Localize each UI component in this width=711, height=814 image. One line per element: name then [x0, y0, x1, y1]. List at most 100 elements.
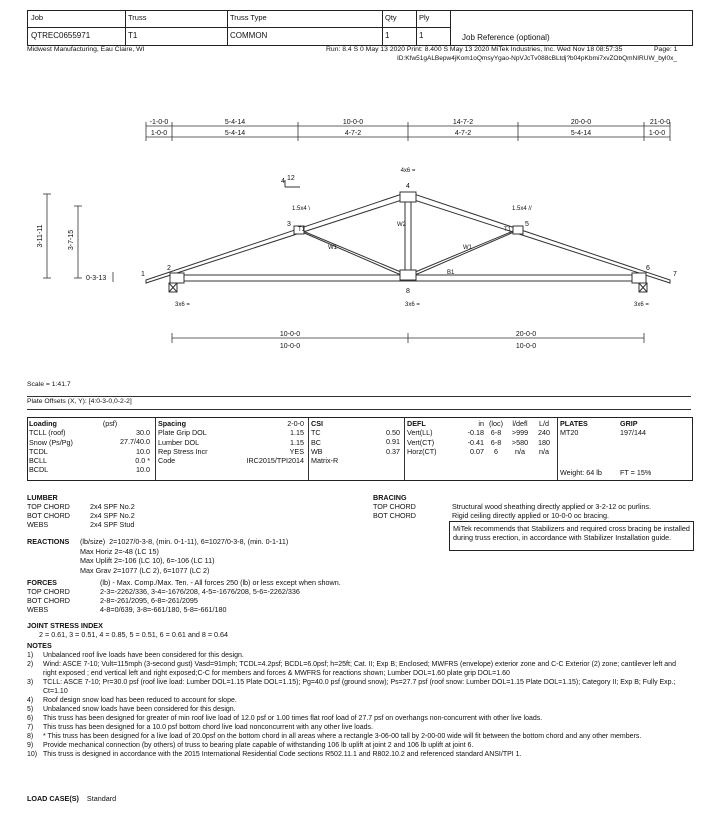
grip-value: 197/144 [620, 428, 646, 438]
plates-title: PLATES [560, 419, 588, 428]
dim-top2-3: 4-7-2 [345, 130, 361, 137]
jsi-title: JOINT STRESS INDEX [27, 621, 103, 630]
note-item: 7)This truss has been designed for a 10.… [27, 724, 373, 731]
load-cases: LOAD CASE(S) Standard [27, 794, 116, 803]
defl-value: 0.07 [470, 446, 484, 456]
spacing-row: Lumber DOL [158, 437, 200, 447]
csi-row: Matrix-R [311, 456, 339, 466]
dim-top-6: 21-0-0 [650, 119, 670, 126]
defl-value: 6 [494, 446, 498, 456]
dim-top-2: 5-4-14 [225, 119, 245, 126]
dim-top-1: -1-0-0 [150, 119, 169, 126]
mitek-recommendation: MiTek recommends that Stabilizers and re… [449, 521, 694, 551]
plate-type: MT20 [560, 428, 579, 438]
spacing-row-value: 1.15 [290, 428, 304, 438]
plate-label-6: 3x6 = [634, 302, 649, 308]
plate-offsets: Plate Offsets (X, Y): [4:0-3-0,0-2-2] [27, 398, 132, 405]
truss-type-label: Truss Type [230, 13, 267, 22]
joint-stress-index: JOINT STRESS INDEX 2 = 0.61, 3 = 0.51, 4… [27, 621, 228, 639]
joint-1: 1 [141, 271, 145, 278]
note-item: 3)TCLL: ASCE 7-10; Pr=30.0 psf (roof liv… [27, 679, 676, 695]
lumber-row-label: WEBS [27, 520, 49, 529]
lumber-title: LUMBER [27, 493, 58, 502]
lumber-row-value: 2x4 SPF No.2 [90, 502, 135, 511]
forces-row-label: BOT CHORD [27, 596, 70, 605]
load-cases-title: LOAD CASE(S) [27, 794, 79, 803]
joint-8: 8 [406, 288, 410, 295]
defl-value: >999 [511, 428, 529, 438]
csi-title: CSI [311, 419, 323, 428]
dim-top2-5: 5-4-14 [571, 130, 591, 137]
note-item: 8)* This truss has been designed for a l… [27, 733, 642, 740]
member-w1-left: W1 [328, 245, 338, 251]
spacing-row-value: IRC2015/TPI2014 [246, 456, 304, 466]
notes-list: 1)Unbalanced roof live loads have been c… [27, 651, 691, 759]
spacing-row: Code [158, 456, 176, 466]
defl-row: Vert(LL) [407, 428, 433, 438]
dim-top-5: 20-0-0 [571, 119, 591, 126]
member-w2: W2 [397, 222, 407, 228]
loading-section: Loading TCLL (roof) Snow (Ps/Pg) TCDL BC… [29, 419, 73, 475]
csi-value: 0.37 [386, 446, 400, 456]
csi-section: CSI TC BC WB Matrix-R [311, 419, 338, 465]
lumber-row-label: TOP CHORD [27, 502, 70, 511]
dim-left-1: 3-11-11 [37, 224, 44, 247]
forces-row-value: 4-8=0/639, 3-8=-661/180, 5-8=-661/180 [100, 605, 227, 614]
dim-top2-2: 5-4-14 [225, 130, 245, 137]
truss-value: T1 [128, 31, 138, 40]
member-t1-right: T1 [504, 227, 512, 233]
joint-4: 4 [406, 183, 410, 190]
dim-bot2-1: 10-0-0 [280, 343, 300, 350]
forces-description: (lb) - Max. Comp./Max. Ten. - All forces… [100, 578, 341, 587]
defl-value: 6-8 [490, 428, 502, 438]
dim-top2-4: 4-7-2 [455, 130, 471, 137]
pitch-run: 12 [287, 175, 295, 182]
member-t1-left: T1 [298, 227, 306, 233]
design-table [27, 417, 693, 481]
spacing-value: 2-0-0 [287, 419, 304, 428]
dim-left-3: 0-3-13 [86, 275, 106, 282]
lumber-row-label: BOT CHORD [27, 511, 70, 520]
csi-row: WB [311, 446, 323, 456]
defl-value: -0.18 [467, 428, 484, 438]
dim-bot-2: 20-0-0 [516, 331, 536, 338]
joint-7: 7 [673, 271, 677, 278]
plates-section: PLATES MT20 [560, 419, 588, 438]
csi-row: TC [311, 428, 321, 438]
job-value: QTREC0655971 [31, 31, 91, 40]
joint-3: 3 [287, 221, 291, 228]
truss-diagram: -1-0-0 5-4-14 10-0-0 1 4-7-2 20-0-0 21-0-… [37, 119, 677, 350]
loading-value: 10.0 [136, 446, 150, 456]
defl-value: 180 [538, 437, 550, 447]
defl-row: Vert(CT) [407, 437, 435, 447]
dim-top2-1: 1-0-0 [151, 130, 167, 137]
loading-unit: (psf) [102, 419, 118, 428]
ft-value: FT = 15% [620, 468, 652, 477]
page-number: Page: 1 [654, 46, 678, 53]
reactions-row: Max Uplift 2=-106 (LC 10), 6=-106 (LC 11… [80, 556, 215, 565]
jsi-value: 2 = 0.61, 3 = 0.51, 4 = 0.85, 5 = 0.51, … [39, 630, 229, 639]
loading-row: BCLL [29, 456, 47, 466]
ply-value: 1 [419, 31, 424, 40]
joint-6: 6 [646, 265, 650, 272]
lumber-row-value: 2x4 SPF Stud [90, 520, 135, 529]
loading-row: TCDL [29, 446, 48, 456]
dim-left-2: 3-7-15 [68, 230, 75, 250]
member-b1: B1 [447, 270, 455, 276]
weight: Weight: 64 lb [560, 468, 602, 477]
job-label: Job [31, 13, 44, 22]
csi-value: 0.50 [386, 428, 400, 437]
note-item: 1)Unbalanced roof live loads have been c… [27, 652, 244, 659]
lumber-section: LUMBER TOP CHORD BOT CHORD WEBS [27, 493, 70, 529]
defl-col-header: L/d [539, 419, 549, 428]
loading-value: 10.0 [136, 465, 150, 475]
bracing-row-value: Rigid ceiling directly applied or 10-0-0… [452, 511, 610, 520]
qty-label: Qty [385, 13, 397, 22]
loading-value: 27.7/40.0 [120, 437, 150, 447]
bracing-row-value: Structural wood sheathing directly appli… [452, 502, 651, 511]
defl-value: >580 [511, 437, 529, 447]
job-reference: Job Reference (optional) [462, 33, 550, 42]
defl-title: DEFL [407, 419, 426, 428]
qty-value: 1 [385, 31, 390, 40]
note-item: 5)Unbalanced snow loads have been consid… [27, 706, 236, 713]
